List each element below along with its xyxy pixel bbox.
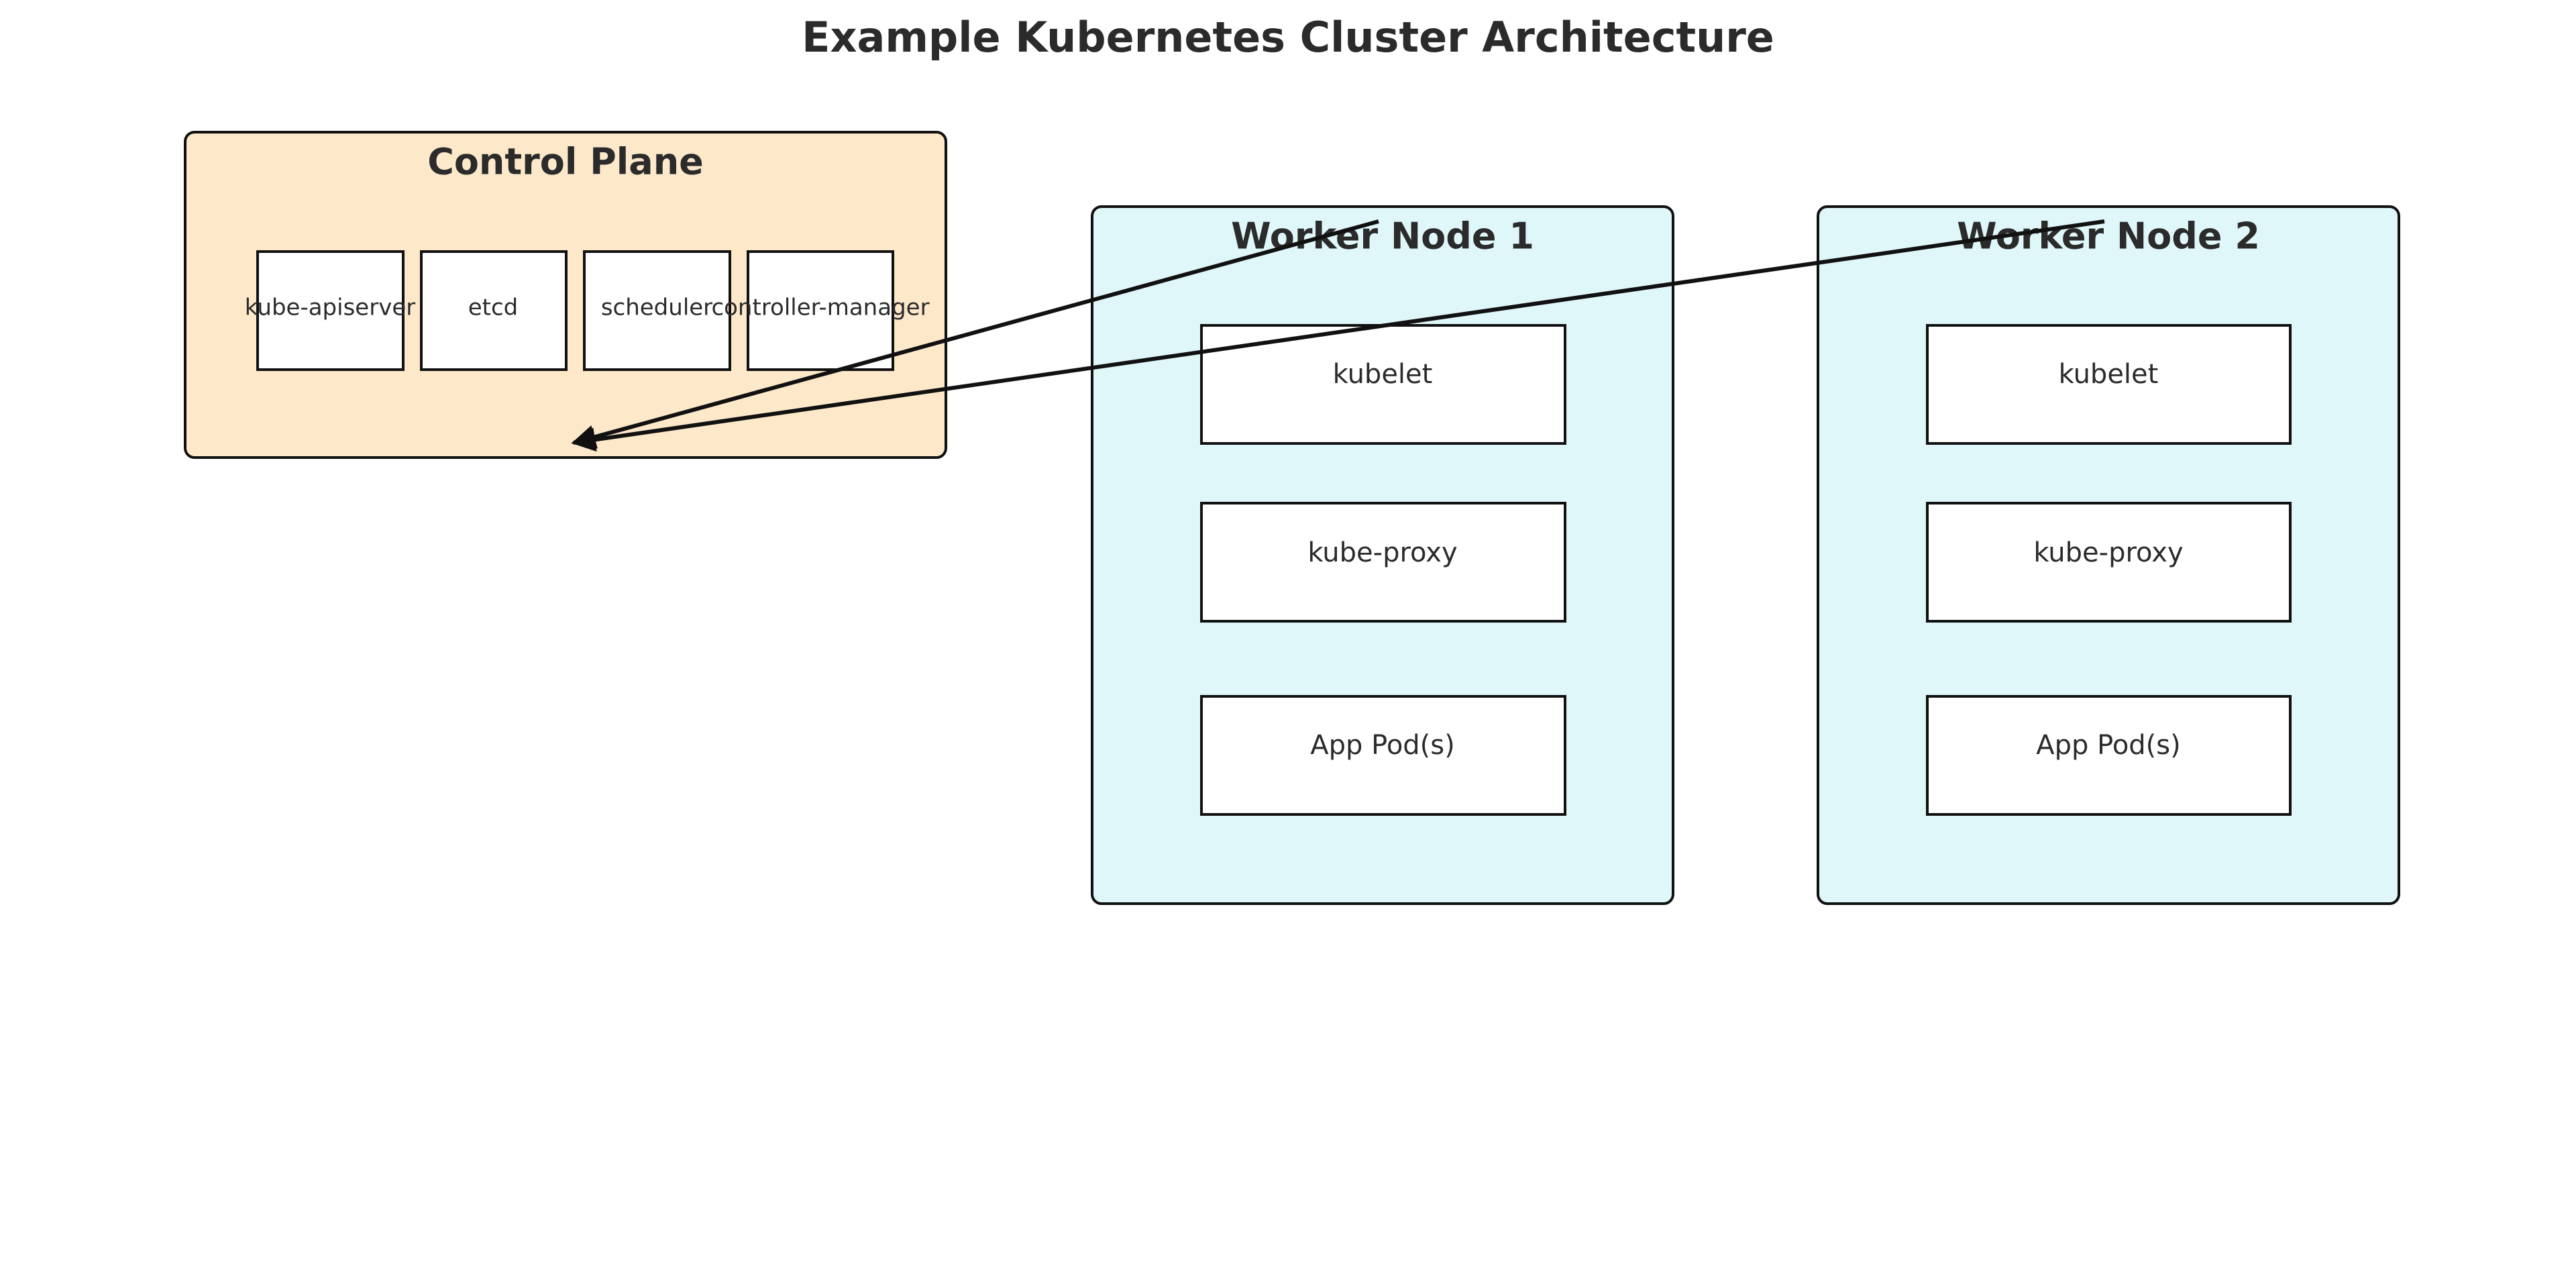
component-label: kubelet	[2059, 359, 2159, 390]
component-label: scheduler	[601, 295, 712, 321]
worker-component: App Pod(s)	[1926, 695, 2292, 816]
component-label: kubelet	[1333, 359, 1433, 390]
component-label: App Pod(s)	[1310, 730, 1454, 761]
control-plane-component: kube-apiserver	[245, 250, 415, 371]
component-label: etcd	[468, 295, 519, 321]
component-label: App Pod(s)	[2036, 730, 2180, 761]
worker-component: App Pod(s)	[1200, 695, 1566, 816]
control-plane-label: Control Plane	[427, 141, 704, 183]
component-label: kube-proxy	[2033, 537, 2183, 568]
worker-node-label: Worker Node 1	[1231, 215, 1534, 258]
worker-component: kube-proxy	[1200, 502, 1566, 623]
connection-arrow	[571, 219, 1379, 449]
diagram-title: Example Kubernetes Cluster Architecture	[802, 13, 1774, 62]
worker-node-group: Worker Node 2 kubelet kube-proxy App Pod…	[1817, 205, 2400, 905]
control-plane-component: controller-manager	[711, 250, 930, 371]
control-plane-component: etcd	[420, 250, 568, 371]
component-label: kube-apiserver	[245, 295, 415, 321]
worker-node-group: Worker Node 1 kubelet kube-proxy App Pod…	[1091, 205, 1674, 905]
control-plane-component: scheduler	[583, 250, 731, 371]
component-label: controller-manager	[711, 295, 929, 321]
connection-arrow	[571, 219, 2105, 452]
worker-component: kube-proxy	[1926, 502, 2292, 623]
worker-component: kubelet	[1926, 324, 2292, 445]
component-label: kube-proxy	[1307, 537, 1457, 568]
control-plane-group: Control Plane kube-apiserver etcd schedu…	[184, 131, 947, 459]
